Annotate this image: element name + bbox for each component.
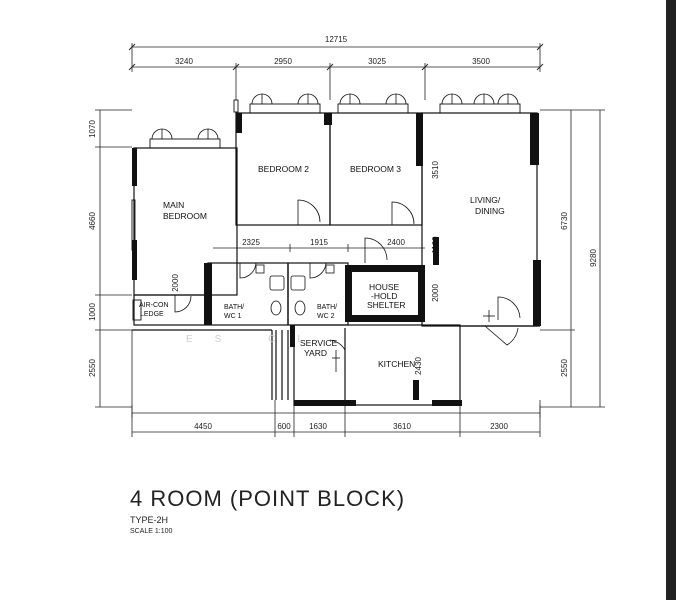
dim-inner-4: 2430 (414, 357, 423, 375)
dim-left-3: 2000 (171, 274, 180, 292)
label-kitchen: KITCHEN (378, 359, 415, 369)
label-shelter-1: HOUSE (369, 282, 400, 292)
label-bedroom-2: BEDROOM 2 (258, 164, 309, 174)
dim-left-2: 4660 (88, 212, 97, 230)
label-bath2-1: BATH/ (317, 304, 337, 311)
label-bath1-2: WC 1 (224, 313, 242, 320)
dim-left-1: 1070 (88, 120, 97, 138)
dim-bottom-3: 1630 (309, 422, 327, 431)
dim-right-2: 2550 (560, 359, 569, 377)
right-edge-border (666, 0, 676, 600)
dim-top-1: 3240 (175, 57, 193, 66)
dimension-lines (95, 43, 605, 437)
windows (131, 99, 521, 321)
label-service-1: SERVICE (300, 338, 337, 348)
dim-inner-1: 3510 (431, 161, 440, 179)
structural-walls (132, 113, 541, 406)
dim-top-3: 3025 (368, 57, 386, 66)
sanitary-fittings (255, 264, 495, 372)
label-bedroom-3: BEDROOM 3 (350, 164, 401, 174)
label-main-bedroom-1: MAIN (163, 200, 184, 210)
dim-inner-3: 2000 (431, 284, 440, 302)
plan-title: 4 ROOM (POINT BLOCK) (130, 486, 406, 511)
label-shelter-2: -HOLD (371, 291, 397, 301)
dim-bottom-5: 2300 (490, 422, 508, 431)
dim-mid-1: 2325 (242, 238, 260, 247)
dim-right-outer: 9280 (589, 249, 598, 267)
dim-mid-3: 2400 (387, 238, 405, 247)
doors (174, 199, 521, 352)
dim-bottom-2: 600 (277, 422, 291, 431)
dim-left-4: 1000 (88, 303, 97, 321)
label-service-2: YARD (304, 348, 327, 358)
dim-mid-2: 1915 (310, 238, 328, 247)
dim-top-overall: 12715 (325, 35, 348, 44)
label-shelter-3: SHELTER (367, 300, 406, 310)
watermark: ES CL (186, 334, 325, 345)
label-main-bedroom-2: BEDROOM (163, 211, 207, 221)
dim-right-1: 6730 (560, 212, 569, 230)
plan-scale: SCALE 1:100 (130, 528, 173, 535)
label-living-2: DINING (475, 206, 505, 216)
dim-bottom-1: 4450 (194, 422, 212, 431)
label-living-1: LIVING/ (470, 195, 501, 205)
label-aircon-2: LEDGE (140, 311, 164, 318)
label-aircon-1: AIR-CON (139, 302, 169, 309)
dim-top-2: 2950 (274, 57, 292, 66)
dim-top-4: 3500 (472, 57, 490, 66)
label-bath2-2: WC 2 (317, 313, 335, 320)
label-bath1-1: BATH/ (224, 304, 244, 311)
dim-left-5: 2550 (88, 359, 97, 377)
plan-type: TYPE-2H (130, 515, 169, 525)
window-sashes (151, 93, 519, 140)
dim-bottom-4: 3610 (393, 422, 411, 431)
